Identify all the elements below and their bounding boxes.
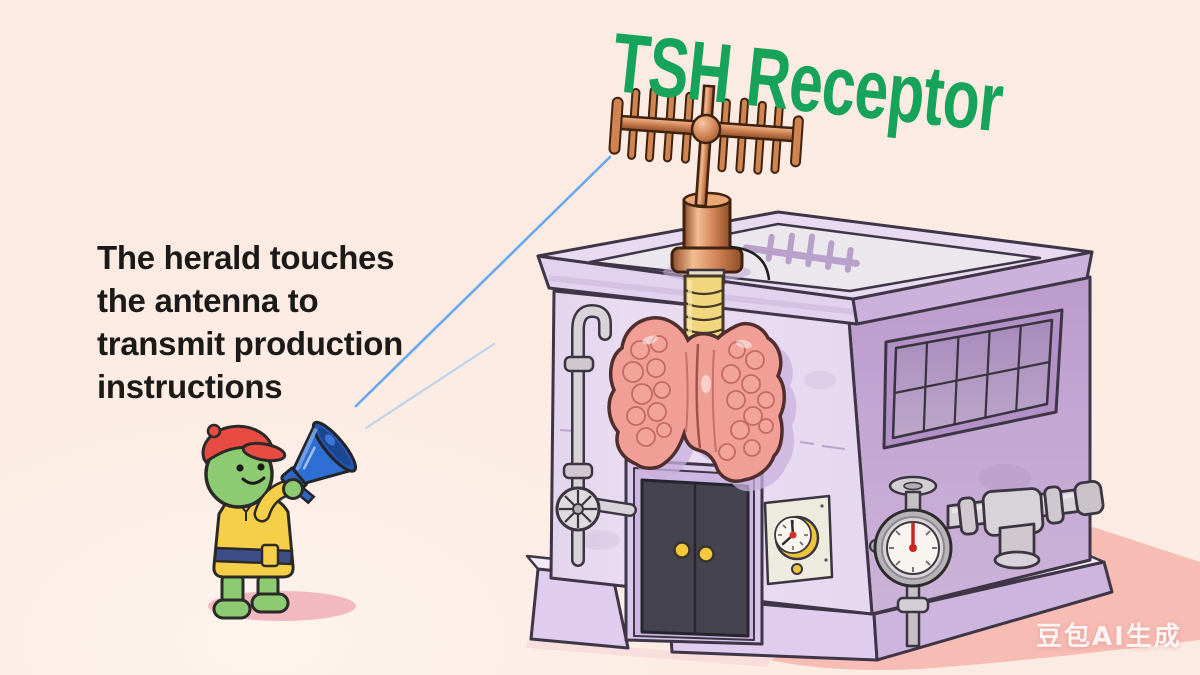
antenna-wire: [730, 245, 771, 281]
caption-line-4: instructions: [97, 368, 283, 405]
antenna-end-right: [789, 115, 804, 168]
antenna-shadow: [742, 232, 860, 273]
antenna-hub-sphere: [690, 113, 722, 145]
antenna-base-flange: [670, 246, 744, 274]
smile: [241, 476, 266, 485]
thyroid-highlights: [642, 335, 752, 393]
left-pipe-assembly: [555, 304, 637, 567]
thyroid-factory-building: [525, 210, 1114, 662]
building-front-shadow: [526, 640, 770, 667]
door-knob-right: [697, 545, 715, 563]
door-knob-left: [673, 541, 691, 559]
caption-line-2: the antenna to: [97, 282, 319, 319]
pressure-gauge: [868, 475, 953, 648]
left-eye: [236, 464, 244, 472]
megaphone: [280, 420, 358, 505]
signal-beams: [354, 155, 612, 430]
caption-line-1: The herald touches: [97, 239, 395, 276]
factory-door: [624, 458, 764, 646]
ai-watermark: 豆包AI生成: [1036, 622, 1182, 652]
herald-character: [201, 420, 358, 620]
right-foot: [250, 592, 290, 614]
antenna-boom-group: [608, 84, 804, 208]
valve-wheel: [555, 486, 601, 532]
beam-line-short: [364, 342, 496, 430]
right-pipe-assembly: [868, 475, 1105, 648]
clock-panel: [763, 494, 834, 586]
antenna-base-cylinder: [682, 198, 732, 254]
cap-brim: [241, 441, 287, 463]
caption-line-3: transmit production: [97, 325, 403, 362]
clock-pendulum-dot: [791, 563, 803, 575]
thyroid-gland: [607, 316, 797, 492]
red-cap: [201, 423, 287, 465]
megaphone-rim-hole: [324, 434, 336, 446]
cap-button: [206, 423, 222, 439]
left-foot: [212, 598, 252, 620]
hand: [282, 478, 304, 500]
tsh-receptor-antenna: [608, 84, 804, 285]
factory-window: [882, 308, 1064, 450]
caption-text: The herald touches the antenna to transm…: [97, 236, 403, 408]
clock-center: [789, 531, 797, 539]
belt: [213, 546, 294, 566]
isthmus-seam: [695, 343, 702, 449]
belt-buckle: [260, 543, 280, 568]
antenna-end-left: [608, 96, 624, 155]
thyroid-follicles: [622, 335, 775, 461]
window-grid: [894, 325, 1050, 432]
beam-line-long: [354, 155, 612, 408]
right-eye: [257, 463, 265, 471]
